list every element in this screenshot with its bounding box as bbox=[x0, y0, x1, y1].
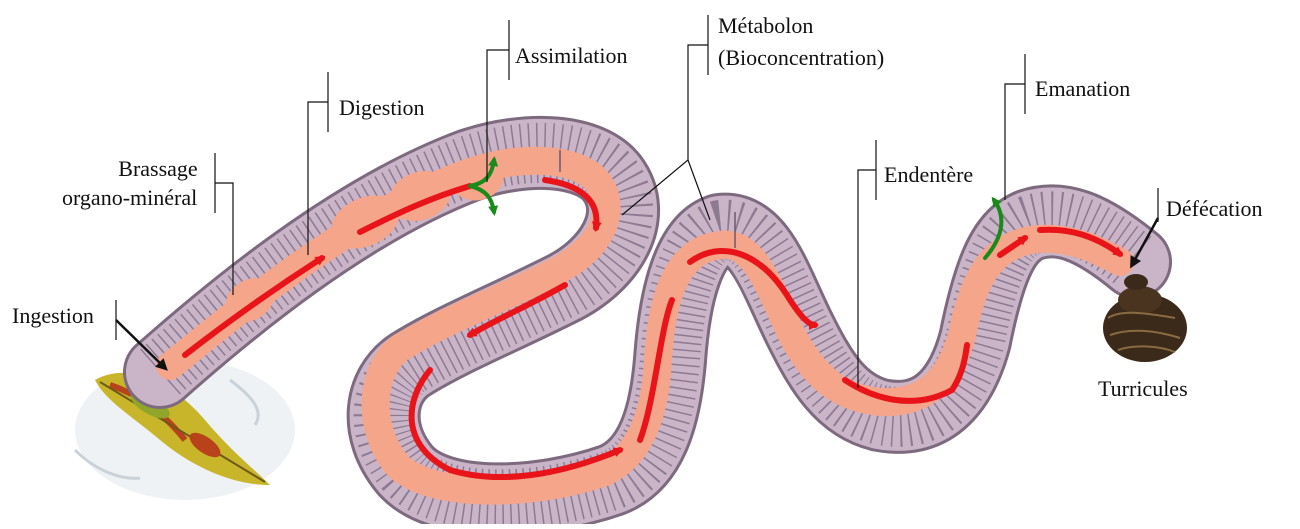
label-emanation: Emanation bbox=[1035, 76, 1130, 102]
label-turricules: Turricules bbox=[1098, 376, 1188, 402]
label-brassage-line1: Brassage bbox=[108, 156, 208, 182]
label-brassage-line2: organo-minéral bbox=[62, 185, 197, 211]
label-endentere: Endentère bbox=[884, 162, 973, 188]
label-ingestion: Ingestion bbox=[12, 303, 94, 329]
label-assimilation: Assimilation bbox=[515, 43, 627, 69]
label-metabolon-line2: (Bioconcentration) bbox=[718, 45, 884, 71]
label-metabolon-line1: Métabolon bbox=[718, 13, 813, 39]
label-defecation: Défécation bbox=[1166, 196, 1263, 222]
label-digestion: Digestion bbox=[339, 95, 425, 121]
